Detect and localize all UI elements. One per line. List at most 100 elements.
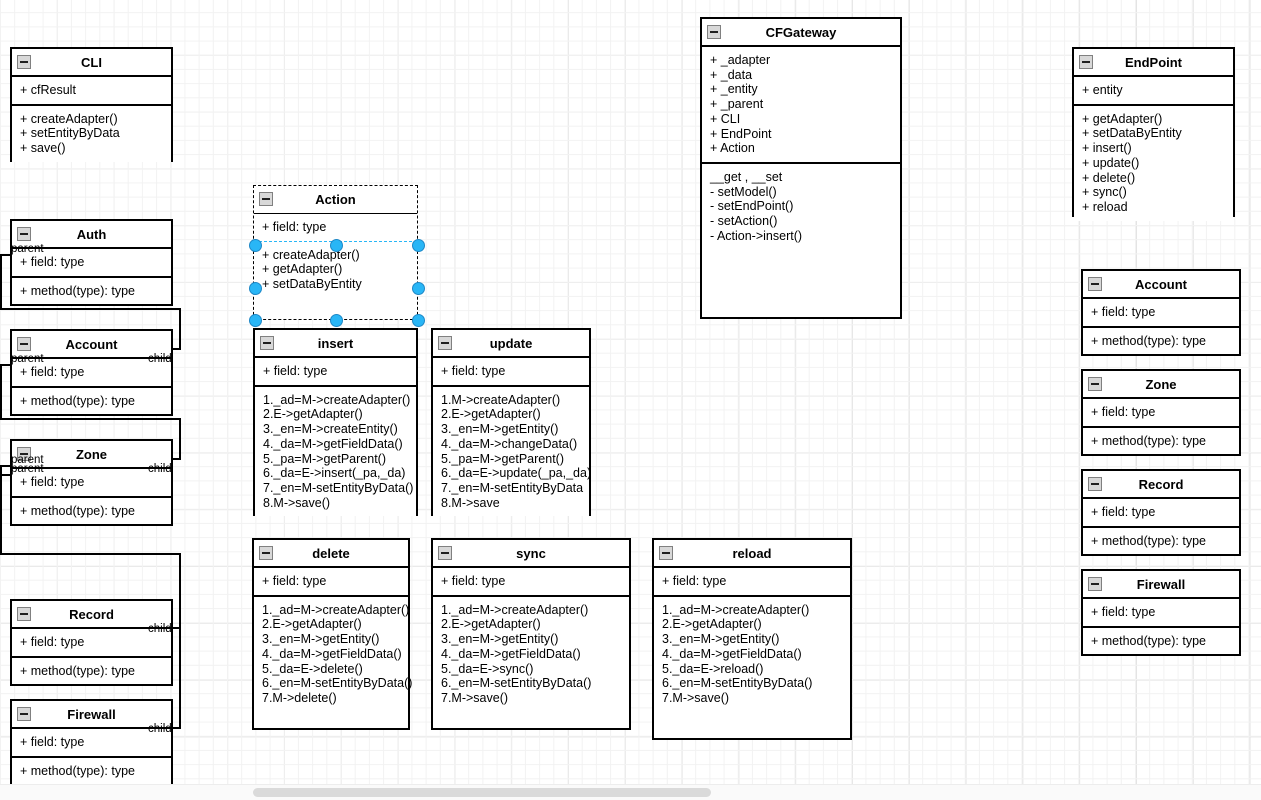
- uml-attributes-record-left[interactable]: + field: type: [12, 629, 171, 656]
- uml-methods-endpoint[interactable]: + getAdapter()+ setDataByEntity+ insert(…: [1074, 103, 1233, 221]
- uml-class-title-delete[interactable]: delete: [254, 540, 408, 568]
- uml-attributes-cli[interactable]: + cfResult: [12, 77, 171, 104]
- uml-class-auth[interactable]: Auth+ field: type+ method(type): type: [10, 219, 173, 306]
- collapse-minus-icon[interactable]: [259, 192, 273, 206]
- uml-attributes-zone-right[interactable]: + field: type: [1083, 399, 1239, 426]
- uml-class-firewall-right[interactable]: Firewall+ field: type+ method(type): typ…: [1081, 569, 1241, 656]
- collapse-minus-icon[interactable]: [260, 336, 274, 350]
- uml-class-title-cfgateway[interactable]: CFGateway: [702, 19, 900, 47]
- uml-class-title-action[interactable]: Action: [254, 186, 417, 214]
- connector-segment-auth-right-down[interactable]: [179, 308, 181, 350]
- uml-attributes-reload[interactable]: + field: type: [654, 568, 850, 595]
- uml-class-title-auth[interactable]: Auth: [12, 221, 171, 249]
- connector-segment-record-right-down2[interactable]: [179, 627, 181, 727]
- uml-class-title-account-right[interactable]: Account: [1083, 271, 1239, 299]
- collapse-minus-icon[interactable]: [17, 707, 31, 721]
- uml-class-firewall-left[interactable]: Firewall+ field: type+ method(type): typ…: [10, 699, 173, 786]
- uml-class-record-right[interactable]: Record+ field: type+ method(type): type: [1081, 469, 1241, 556]
- uml-attributes-action[interactable]: + field: type: [254, 214, 417, 241]
- connector-segment-auth-bottom-right[interactable]: [0, 308, 181, 310]
- uml-class-action[interactable]: Action+ field: type+ createAdapter()+ ge…: [248, 185, 425, 327]
- uml-methods-auth[interactable]: + method(type): type: [12, 275, 171, 305]
- uml-methods-update[interactable]: 1.M->createAdapter()2.E->getAdapter()3._…: [433, 384, 591, 517]
- uml-attributes-firewall-left[interactable]: + field: type: [12, 729, 171, 756]
- collapse-minus-icon[interactable]: [259, 546, 273, 560]
- resize-handle-ne[interactable]: [411, 239, 425, 253]
- collapse-minus-icon[interactable]: [438, 336, 452, 350]
- uml-class-title-record-left[interactable]: Record: [12, 601, 171, 629]
- uml-class-cli[interactable]: CLI+ cfResult+ createAdapter()+ setEntit…: [10, 47, 173, 162]
- uml-methods-firewall-left[interactable]: + method(type): type: [12, 755, 171, 785]
- uml-class-title-record-right[interactable]: Record: [1083, 471, 1239, 499]
- uml-attributes-insert[interactable]: + field: type: [255, 358, 416, 385]
- uml-class-account-right[interactable]: Account+ field: type+ method(type): type: [1081, 269, 1241, 356]
- uml-class-title-endpoint[interactable]: EndPoint: [1074, 49, 1233, 77]
- uml-class-title-firewall-right[interactable]: Firewall: [1083, 571, 1239, 599]
- horizontal-scrollbar-thumb[interactable]: [253, 788, 711, 797]
- resize-handle-se[interactable]: [411, 313, 425, 327]
- uml-attributes-cfgateway[interactable]: + _adapter+ _data+ _entity+ _parent+ CLI…: [702, 47, 900, 162]
- uml-methods-reload[interactable]: 1._ad=M->createAdapter()2.E->getAdapter(…: [654, 594, 850, 712]
- uml-methods-account-right[interactable]: + method(type): type: [1083, 325, 1239, 355]
- horizontal-scrollbar[interactable]: [0, 784, 1261, 800]
- uml-attributes-account-left[interactable]: + field: type: [12, 359, 171, 386]
- uml-attributes-update[interactable]: + field: type: [433, 358, 589, 385]
- collapse-minus-icon[interactable]: [17, 55, 31, 69]
- uml-attributes-delete[interactable]: + field: type: [254, 568, 408, 595]
- uml-class-title-insert[interactable]: insert: [255, 330, 416, 358]
- collapse-minus-icon[interactable]: [707, 25, 721, 39]
- uml-class-zone-right[interactable]: Zone+ field: type+ method(type): type: [1081, 369, 1241, 456]
- uml-class-title-zone-right[interactable]: Zone: [1083, 371, 1239, 399]
- uml-methods-cli[interactable]: + createAdapter()+ setEntityByData+ save…: [12, 103, 171, 162]
- uml-methods-record-left[interactable]: + method(type): type: [12, 655, 171, 685]
- connector-segment-auth-left-down[interactable]: [0, 254, 2, 310]
- uml-methods-record-right[interactable]: + method(type): type: [1083, 525, 1239, 555]
- connector-segment-record-right-down[interactable]: [179, 553, 181, 629]
- uml-methods-firewall-right[interactable]: + method(type): type: [1083, 625, 1239, 655]
- uml-attributes-endpoint[interactable]: + entity: [1074, 77, 1233, 104]
- connector-segment-account-bottom-right[interactable]: [0, 418, 181, 420]
- uml-class-title-cli[interactable]: CLI: [12, 49, 171, 77]
- uml-class-title-sync[interactable]: sync: [433, 540, 629, 568]
- resize-handle-w[interactable]: [248, 281, 262, 295]
- uml-class-account-left[interactable]: Account+ field: type+ method(type): type: [10, 329, 173, 416]
- collapse-minus-icon[interactable]: [17, 607, 31, 621]
- uml-attributes-auth[interactable]: + field: type: [12, 249, 171, 276]
- uml-class-zone-left[interactable]: Zone+ field: type+ method(type): type: [10, 439, 173, 526]
- connector-segment-zone-bottom-right[interactable]: [0, 553, 181, 555]
- collapse-minus-icon[interactable]: [1079, 55, 1093, 69]
- uml-methods-account-left[interactable]: + method(type): type: [12, 385, 171, 415]
- collapse-minus-icon[interactable]: [1088, 377, 1102, 391]
- uml-class-title-reload[interactable]: reload: [654, 540, 850, 568]
- uml-attributes-firewall-right[interactable]: + field: type: [1083, 599, 1239, 626]
- uml-attributes-sync[interactable]: + field: type: [433, 568, 629, 595]
- collapse-minus-icon[interactable]: [17, 447, 31, 461]
- resize-handle-nw[interactable]: [248, 239, 262, 253]
- uml-class-cfgateway[interactable]: CFGateway+ _adapter+ _data+ _entity+ _pa…: [700, 17, 902, 319]
- collapse-minus-icon[interactable]: [659, 546, 673, 560]
- uml-methods-cfgateway[interactable]: __get , __set- setModel()- setEndPoint()…: [702, 161, 900, 250]
- collapse-minus-icon[interactable]: [17, 227, 31, 241]
- uml-class-title-update[interactable]: update: [433, 330, 589, 358]
- uml-attributes-zone-left[interactable]: + field: type: [12, 469, 171, 496]
- resize-handle-s[interactable]: [330, 313, 343, 327]
- uml-methods-delete[interactable]: 1._ad=M->createAdapter()2.E->getAdapter(…: [254, 594, 412, 712]
- resize-handle-n[interactable]: [330, 239, 343, 253]
- uml-methods-zone-right[interactable]: + method(type): type: [1083, 425, 1239, 455]
- uml-class-record-left[interactable]: Record+ field: type+ method(type): type: [10, 599, 173, 686]
- collapse-minus-icon[interactable]: [438, 546, 452, 560]
- connector-segment-account-left-down[interactable]: [0, 364, 2, 420]
- connector-segment-account-right-down[interactable]: [179, 418, 181, 460]
- uml-methods-insert[interactable]: 1._ad=M->createAdapter()2.E->getAdapter(…: [255, 384, 416, 517]
- resize-handle-e[interactable]: [411, 281, 425, 295]
- uml-class-title-zone-left[interactable]: Zone: [12, 441, 171, 469]
- connector-segment-zone-left-down[interactable]: [0, 465, 2, 555]
- resize-handle-sw[interactable]: [248, 313, 262, 327]
- uml-attributes-account-right[interactable]: + field: type: [1083, 299, 1239, 326]
